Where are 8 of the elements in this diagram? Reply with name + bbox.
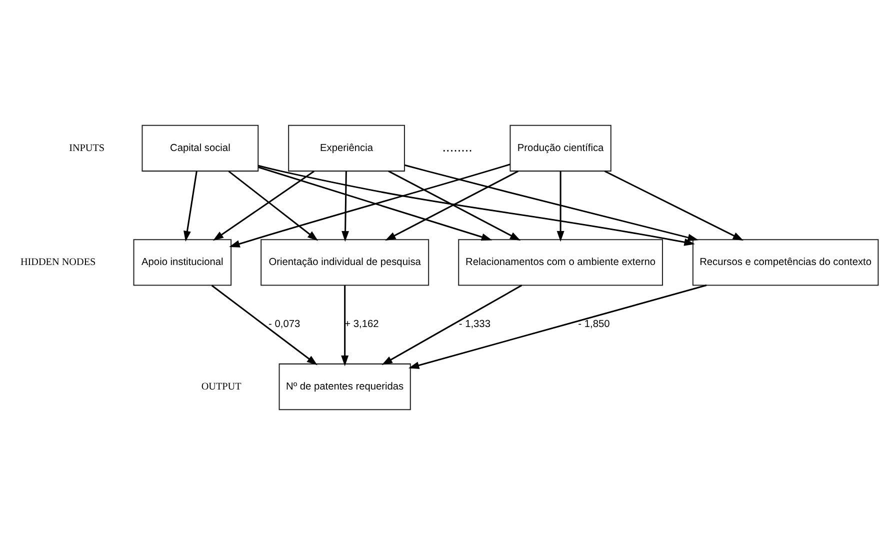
edge-label: - 1,850 [578, 319, 610, 330]
label: INPUTS [69, 142, 105, 154]
label: ........ [442, 139, 472, 154]
edge-label: - 0,073 [268, 319, 300, 330]
edge-label: - 1,333 [458, 319, 490, 330]
label: OUTPUT [201, 381, 242, 392]
edge-label: + 3,162 [344, 319, 379, 330]
label: HIDDEN NODES [20, 257, 96, 268]
